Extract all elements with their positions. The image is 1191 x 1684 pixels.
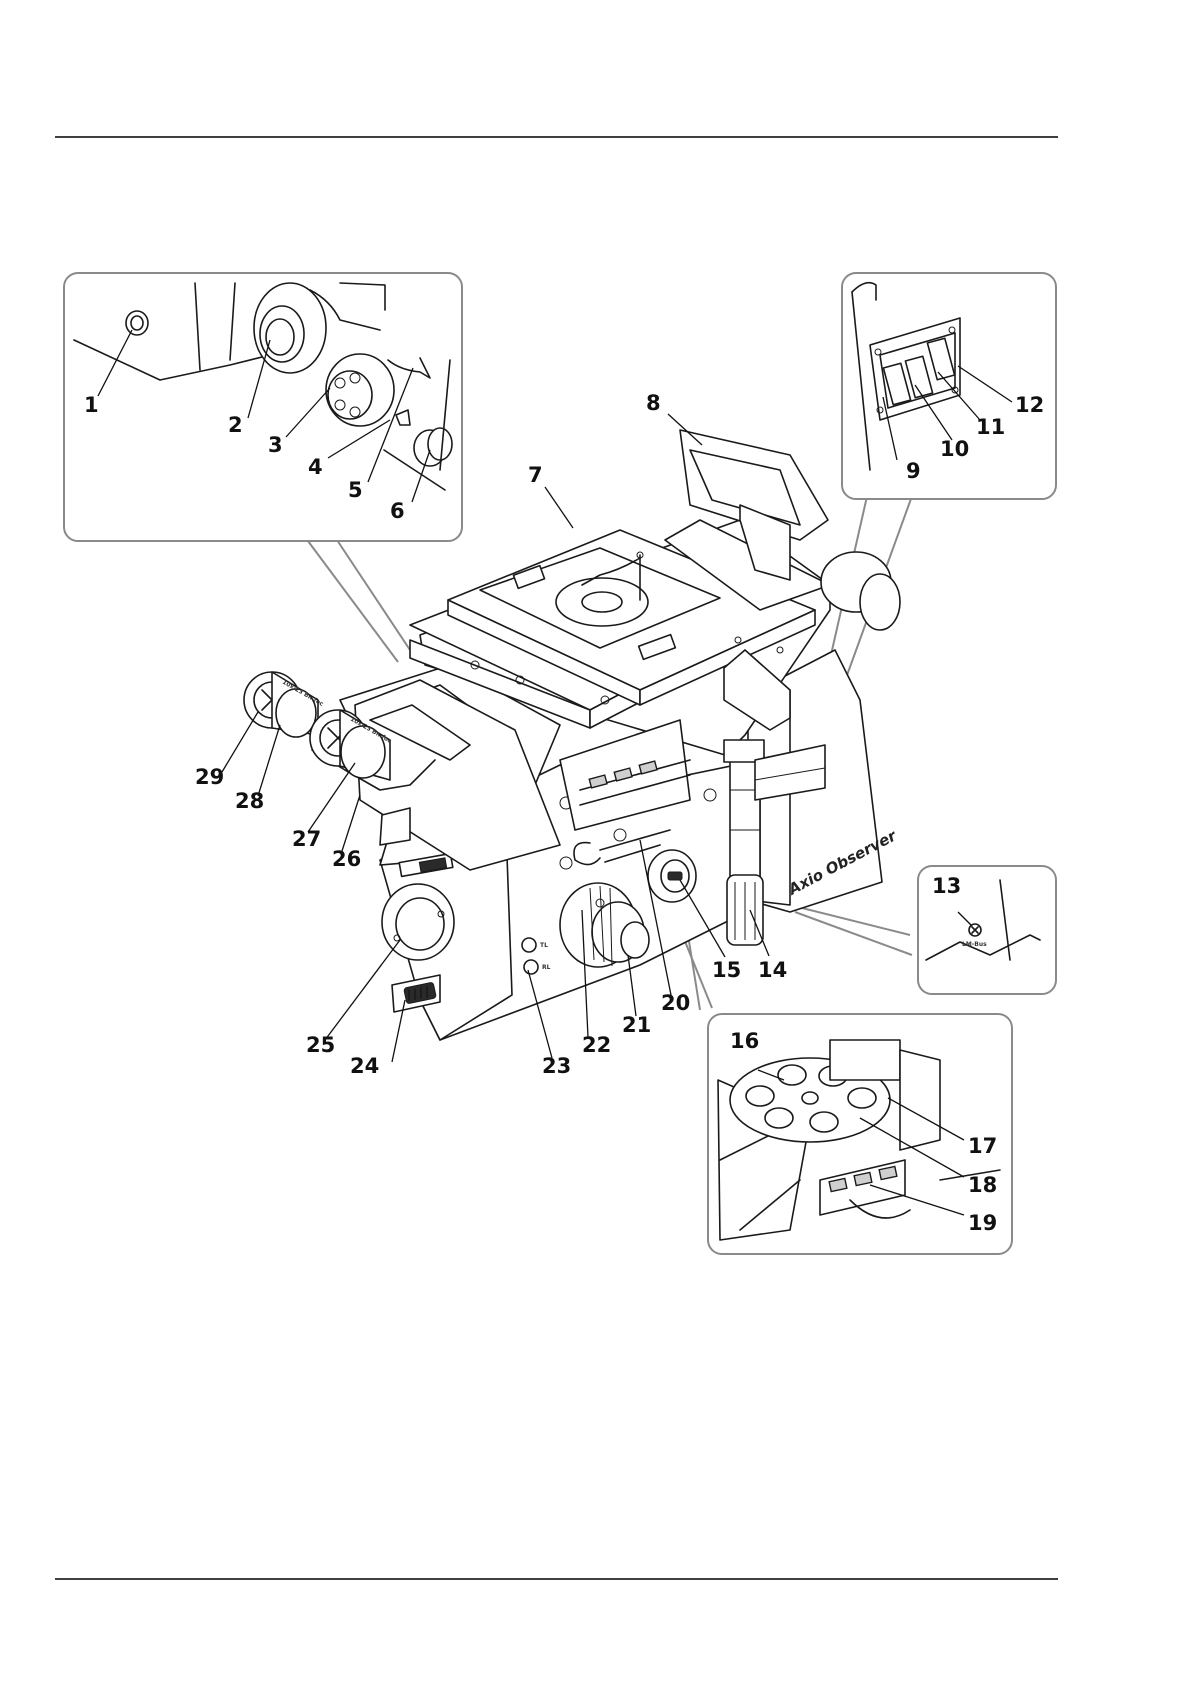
callout-15: 15	[712, 958, 741, 982]
rl-label: RL	[542, 964, 551, 971]
callout-19: 19	[968, 1211, 997, 1235]
callout-16: 16	[730, 1029, 759, 1053]
callout-27: 27	[292, 827, 321, 851]
callout-26: 26	[332, 847, 361, 871]
callout-14: 14	[758, 958, 787, 982]
callout-20: 20	[661, 991, 690, 1015]
callout-6: 6	[390, 499, 405, 523]
callout-7: 7	[528, 463, 543, 487]
callout-9: 9	[906, 459, 921, 483]
callout-25: 25	[306, 1033, 335, 1057]
callout-13: 13	[932, 874, 961, 898]
tl-label: TL	[540, 942, 548, 949]
device-icon-text: LM-Bus	[962, 941, 987, 948]
callout-29: 29	[195, 765, 224, 789]
inset-frame-top-right	[842, 273, 1056, 499]
callout-22: 22	[582, 1033, 611, 1057]
callout-17: 17	[968, 1134, 997, 1158]
callout-21: 21	[622, 1013, 651, 1037]
callout-8: 8	[646, 391, 661, 415]
callout-12: 12	[1015, 393, 1044, 417]
callout-4: 4	[308, 455, 323, 479]
callout-24: 24	[350, 1054, 379, 1078]
callout-18: 18	[968, 1173, 997, 1197]
callout-3: 3	[268, 433, 283, 457]
callout-23: 23	[542, 1054, 571, 1078]
callout-5: 5	[348, 478, 363, 502]
callout-1: 1	[84, 393, 99, 417]
callout-2: 2	[228, 413, 243, 437]
callout-11: 11	[976, 415, 1005, 439]
callout-28: 28	[235, 789, 264, 813]
callout-10: 10	[940, 437, 969, 461]
